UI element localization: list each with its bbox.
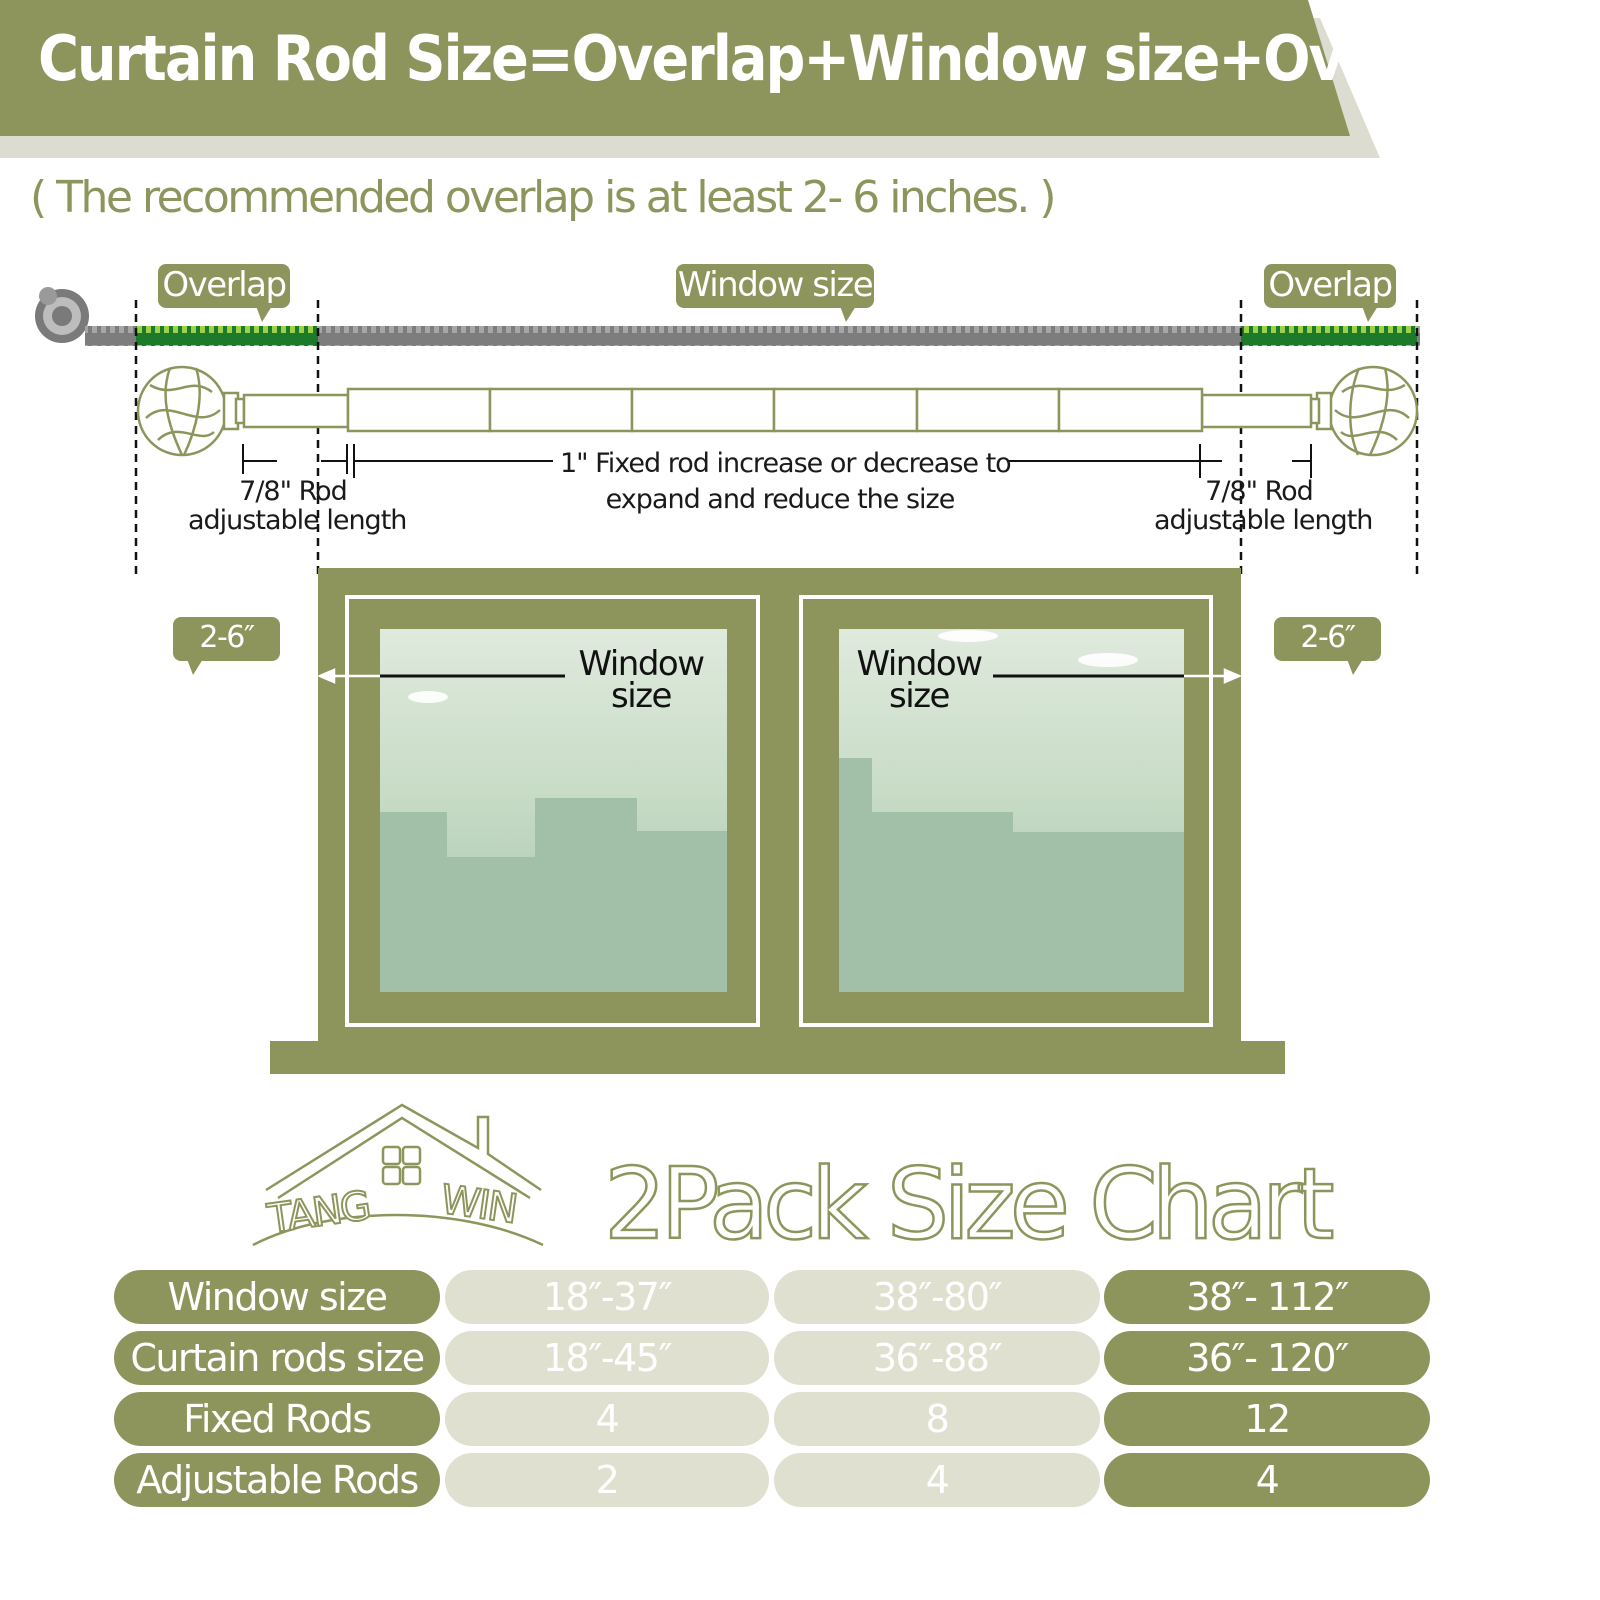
overlap-range-right: 2-6″: [1274, 617, 1381, 675]
curtain-rod: [136, 365, 1419, 457]
size-chart-title: 2Pack Size Chart: [603, 1147, 1336, 1264]
adjustable-right-label-line1: 7/8" Rod: [1205, 476, 1314, 507]
header-banner: [0, 0, 1350, 136]
adjustable-left-label-line1: 7/8" Rod: [239, 476, 348, 507]
measuring-tape-icon: [35, 287, 1420, 346]
overlap-left-label: Overlap: [158, 264, 290, 322]
cell-adjustable-rods-col2: 4: [774, 1453, 1100, 1507]
svg-text:TANG: TANG: [264, 1183, 372, 1240]
tangwin-logo: [252, 1103, 544, 1247]
row-label-adjustable-rods: Adjustable Rods: [114, 1453, 440, 1507]
cell-adjustable-rods-col1: 2: [445, 1453, 769, 1507]
row-label-window-size: Window size: [114, 1270, 440, 1324]
header-subtitle: ( The recommended overlap is at least 2-…: [30, 172, 1057, 223]
overlap-right-label: Overlap: [1264, 264, 1396, 322]
header-title: Curtain Rod Size=Overlap+Window size+Ove…: [38, 22, 1497, 95]
tangwin-logo-text: TANG WIN: [263, 1176, 520, 1240]
cell-curtain-rods-size-col1: 18″-45″: [445, 1331, 769, 1385]
cell-window-size-col3: 38″- 112″: [1104, 1270, 1430, 1324]
row-label-curtain-rods-size: Curtain rods size: [114, 1331, 440, 1385]
fixed-rod-label-line1: 1" Fixed rod increase or decrease to: [560, 448, 1012, 479]
cell-fixed-rods-col3: 12: [1104, 1392, 1430, 1446]
cell-fixed-rods-col1: 4: [445, 1392, 769, 1446]
window-illustration: [270, 568, 1285, 1074]
cell-window-size-col1: 18″-37″: [445, 1270, 769, 1324]
fixed-rod-label-line2: expand and reduce the size: [605, 484, 956, 515]
adjustable-left-label-line2: adjustable length: [188, 505, 407, 536]
cell-window-size-col2: 38″-80″: [774, 1270, 1100, 1324]
window-size-top-label: Window size: [676, 264, 874, 322]
cell-adjustable-rods-col3: 4: [1104, 1453, 1430, 1507]
cell-curtain-rods-size-col2: 36″-88″: [774, 1331, 1100, 1385]
cell-curtain-rods-size-col3: 36″- 120″: [1104, 1331, 1430, 1385]
adjustable-right-label-line2: adjustable length: [1154, 505, 1373, 536]
cell-fixed-rods-col2: 8: [774, 1392, 1100, 1446]
row-label-fixed-rods: Fixed Rods: [114, 1392, 440, 1446]
overlap-range-left: 2-6″: [173, 617, 280, 675]
svg-text:WIN: WIN: [438, 1177, 519, 1233]
window-size-right-label: Window size: [856, 644, 983, 716]
window-size-left-label: Window size: [578, 644, 705, 716]
